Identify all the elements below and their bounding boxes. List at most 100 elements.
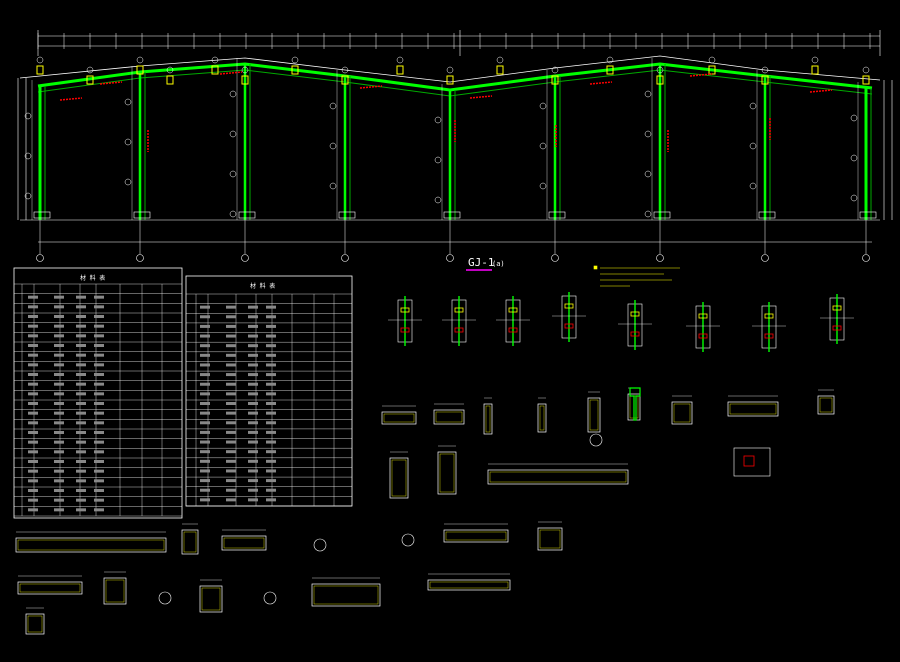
callout-bubble — [229, 130, 237, 138]
plate-detail — [389, 451, 409, 499]
table-cell-glyph — [226, 430, 236, 434]
joint-marker — [341, 75, 349, 85]
table-cell-glyph — [76, 479, 86, 483]
column-base-plate — [859, 211, 877, 219]
joint-callout — [446, 66, 454, 74]
joint-marker — [291, 65, 299, 75]
table-cell-glyph — [94, 334, 104, 338]
table-cell-glyph — [200, 373, 210, 377]
plate-detail — [817, 389, 835, 415]
table-cell-glyph — [200, 479, 210, 483]
table-cell-glyph — [76, 469, 86, 473]
material-table-right: 材 料 表 — [185, 275, 353, 507]
table-cell-glyph — [248, 469, 258, 473]
table-cell-glyph — [76, 324, 86, 328]
plate-outline — [587, 397, 601, 433]
callout-bubble — [539, 142, 547, 150]
table-cell-glyph — [94, 431, 104, 434]
table-cell-glyph — [28, 469, 38, 473]
plate-detail — [433, 403, 465, 425]
table-cell-glyph — [200, 430, 210, 434]
table-cell-glyph — [248, 324, 258, 328]
axis-bubble — [656, 254, 664, 262]
callout-bubble — [749, 142, 757, 150]
table-cell-glyph — [94, 305, 104, 309]
table-cell-glyph — [94, 508, 104, 512]
table-cell-glyph — [28, 508, 38, 512]
table-cell-glyph — [76, 392, 86, 396]
weld-notes — [59, 71, 833, 152]
column — [229, 58, 256, 220]
callout-bubble — [24, 112, 32, 120]
joint-callout — [496, 56, 504, 64]
callout-bubble — [329, 182, 337, 190]
table-cell-glyph — [94, 421, 104, 425]
plate-detail — [483, 397, 493, 435]
detail-plate — [630, 311, 640, 317]
weld-note-mark — [589, 81, 613, 85]
table-cell-glyph — [266, 469, 276, 473]
table-cell-glyph — [248, 344, 258, 348]
table-cell-glyph — [28, 295, 38, 299]
plate-inner — [105, 579, 125, 603]
table-cell-glyph — [248, 421, 258, 425]
table-cell-glyph — [200, 315, 210, 319]
plate-hole — [401, 533, 415, 547]
joint-callout — [136, 56, 144, 64]
joint-callout — [761, 66, 769, 74]
callout-bubble — [434, 196, 442, 204]
table-cell-glyph — [54, 373, 64, 376]
plate-detail — [487, 463, 629, 485]
table-cell-glyph — [76, 431, 86, 434]
table-cell-glyph — [266, 305, 276, 309]
table-cell-glyph — [200, 459, 210, 463]
plate-inner — [435, 411, 463, 423]
joint-marker — [241, 75, 249, 85]
column-base-plate — [33, 211, 51, 219]
plate-inner — [429, 581, 509, 589]
joint-callout — [606, 56, 614, 64]
detail-stiffener — [630, 331, 640, 337]
table-cell-glyph — [266, 421, 276, 425]
plate-detail — [437, 445, 457, 495]
plate-inner — [485, 405, 491, 433]
table-cell-glyph — [28, 450, 38, 454]
column — [539, 70, 566, 220]
table-cell-glyph — [94, 460, 104, 463]
axis-bubble — [862, 254, 870, 262]
table-cell-glyph — [94, 411, 104, 415]
plate-outline — [537, 403, 547, 433]
plate-outline — [17, 581, 83, 595]
joint-marker — [36, 65, 44, 75]
table-cell-glyph — [248, 392, 258, 396]
table-cell-glyph — [28, 431, 38, 434]
plate-detail — [443, 523, 509, 543]
plate-inner — [673, 403, 691, 423]
joint-callout — [862, 66, 870, 74]
column-base-plate — [338, 211, 356, 219]
table-cell-glyph — [54, 450, 64, 454]
axis-bubble — [341, 254, 349, 262]
table-cell-glyph — [28, 489, 38, 492]
table-cell-glyph — [226, 334, 236, 338]
detail-plate — [508, 307, 518, 313]
table-cell-glyph — [76, 363, 86, 367]
i-section — [629, 387, 641, 421]
columns — [24, 58, 877, 220]
axis-bubble — [551, 254, 559, 262]
table-cell-glyph — [248, 479, 258, 483]
table-cell-glyph — [266, 488, 276, 492]
callout-bubble — [229, 210, 237, 218]
table-cell-glyph — [54, 479, 64, 483]
callout-bubble — [124, 138, 132, 146]
table-cell-glyph — [226, 440, 236, 444]
column-base-plate — [133, 211, 151, 219]
table-cell-glyph — [54, 382, 64, 386]
plate-inner — [313, 585, 379, 605]
weld-note-mark — [219, 71, 243, 75]
joint-callout — [211, 56, 219, 64]
left-dimension-ladder — [17, 78, 27, 220]
table-cell-glyph — [248, 488, 258, 492]
table-cell-glyph — [28, 411, 38, 415]
table-cell-glyph — [226, 363, 236, 367]
